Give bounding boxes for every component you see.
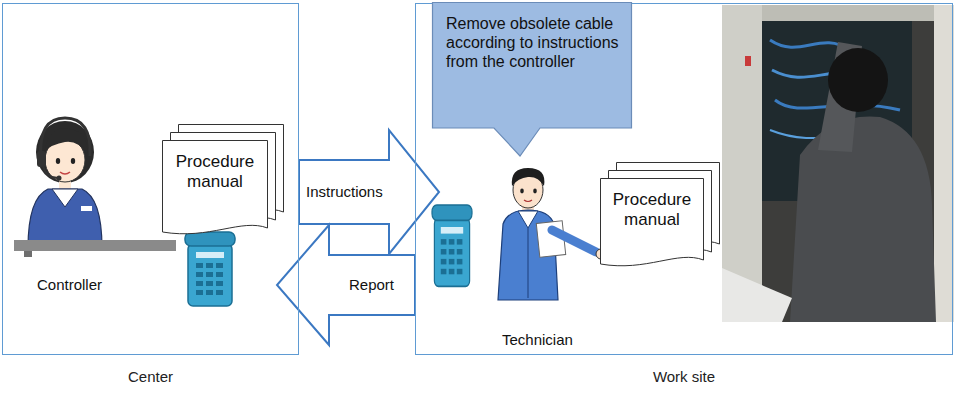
worksite-photo-part [722,5,954,322]
manual-title: Procedure manual [168,152,262,193]
worksite-photo-part [762,5,934,21]
text-block: Remove obsolete cable according to instr… [432,2,632,82]
figure-label: Controller [37,276,102,294]
controller-figure-part [44,128,87,154]
worksite-photo-part [828,48,888,112]
technician-figure-part [524,200,532,202]
controller-figure-part [37,151,46,167]
technician-figure-part [552,230,596,252]
region-panel: CenterProcedure manual [2,3,299,355]
technician-figure-part [520,189,524,194]
page-outline [601,179,704,266]
page-outline [163,141,268,234]
controller-figure-part [28,189,102,248]
manual-page: Procedure manual [600,178,704,270]
arrow-label: Instructions [304,183,385,201]
technician-figure-part [528,228,529,298]
technician-figure-part [512,168,545,186]
text-block: Procedure manual [600,178,704,239]
telephone-icon [432,205,472,286]
arrow-label: Report [347,276,396,294]
controller-figure-part [41,118,90,158]
worksite-photo-part [934,5,954,322]
controller-figure [14,118,176,257]
controller-figure-part [14,240,176,251]
region-panel: Work siteRemove obsolete cable according… [415,3,953,355]
controller-figure-part [81,206,92,211]
technician-figure [498,168,606,300]
region-title: Work site [416,368,952,386]
region-title: Center [3,368,298,386]
controller-figure-part [56,158,60,164]
controller-figure-part [24,251,32,257]
worksite-photo-part [722,268,792,322]
worksite-photo-part [790,116,936,322]
controller-figure-part [43,166,58,178]
controller-figure-part [57,176,62,181]
technician-figure-part [518,211,538,228]
controller-figure-part [52,189,78,207]
telephone-icon [185,232,235,306]
controller-figure-part [71,158,75,164]
technician-figure-part [533,189,537,194]
manual-page: Procedure manual [162,140,268,238]
manual-title: Procedure manual [606,190,698,231]
figure-label: Technician [502,331,573,349]
bubble-outline [433,3,632,157]
callout-text: Remove obsolete cable according to instr… [446,14,620,72]
block-arrow [277,225,415,345]
controller-figure-part [60,172,70,174]
worksite-photo [722,5,954,322]
worksite-photo-part [745,56,751,66]
speech-bubble: Remove obsolete cable according to instr… [432,2,632,158]
text-block: Procedure manual [162,140,268,201]
